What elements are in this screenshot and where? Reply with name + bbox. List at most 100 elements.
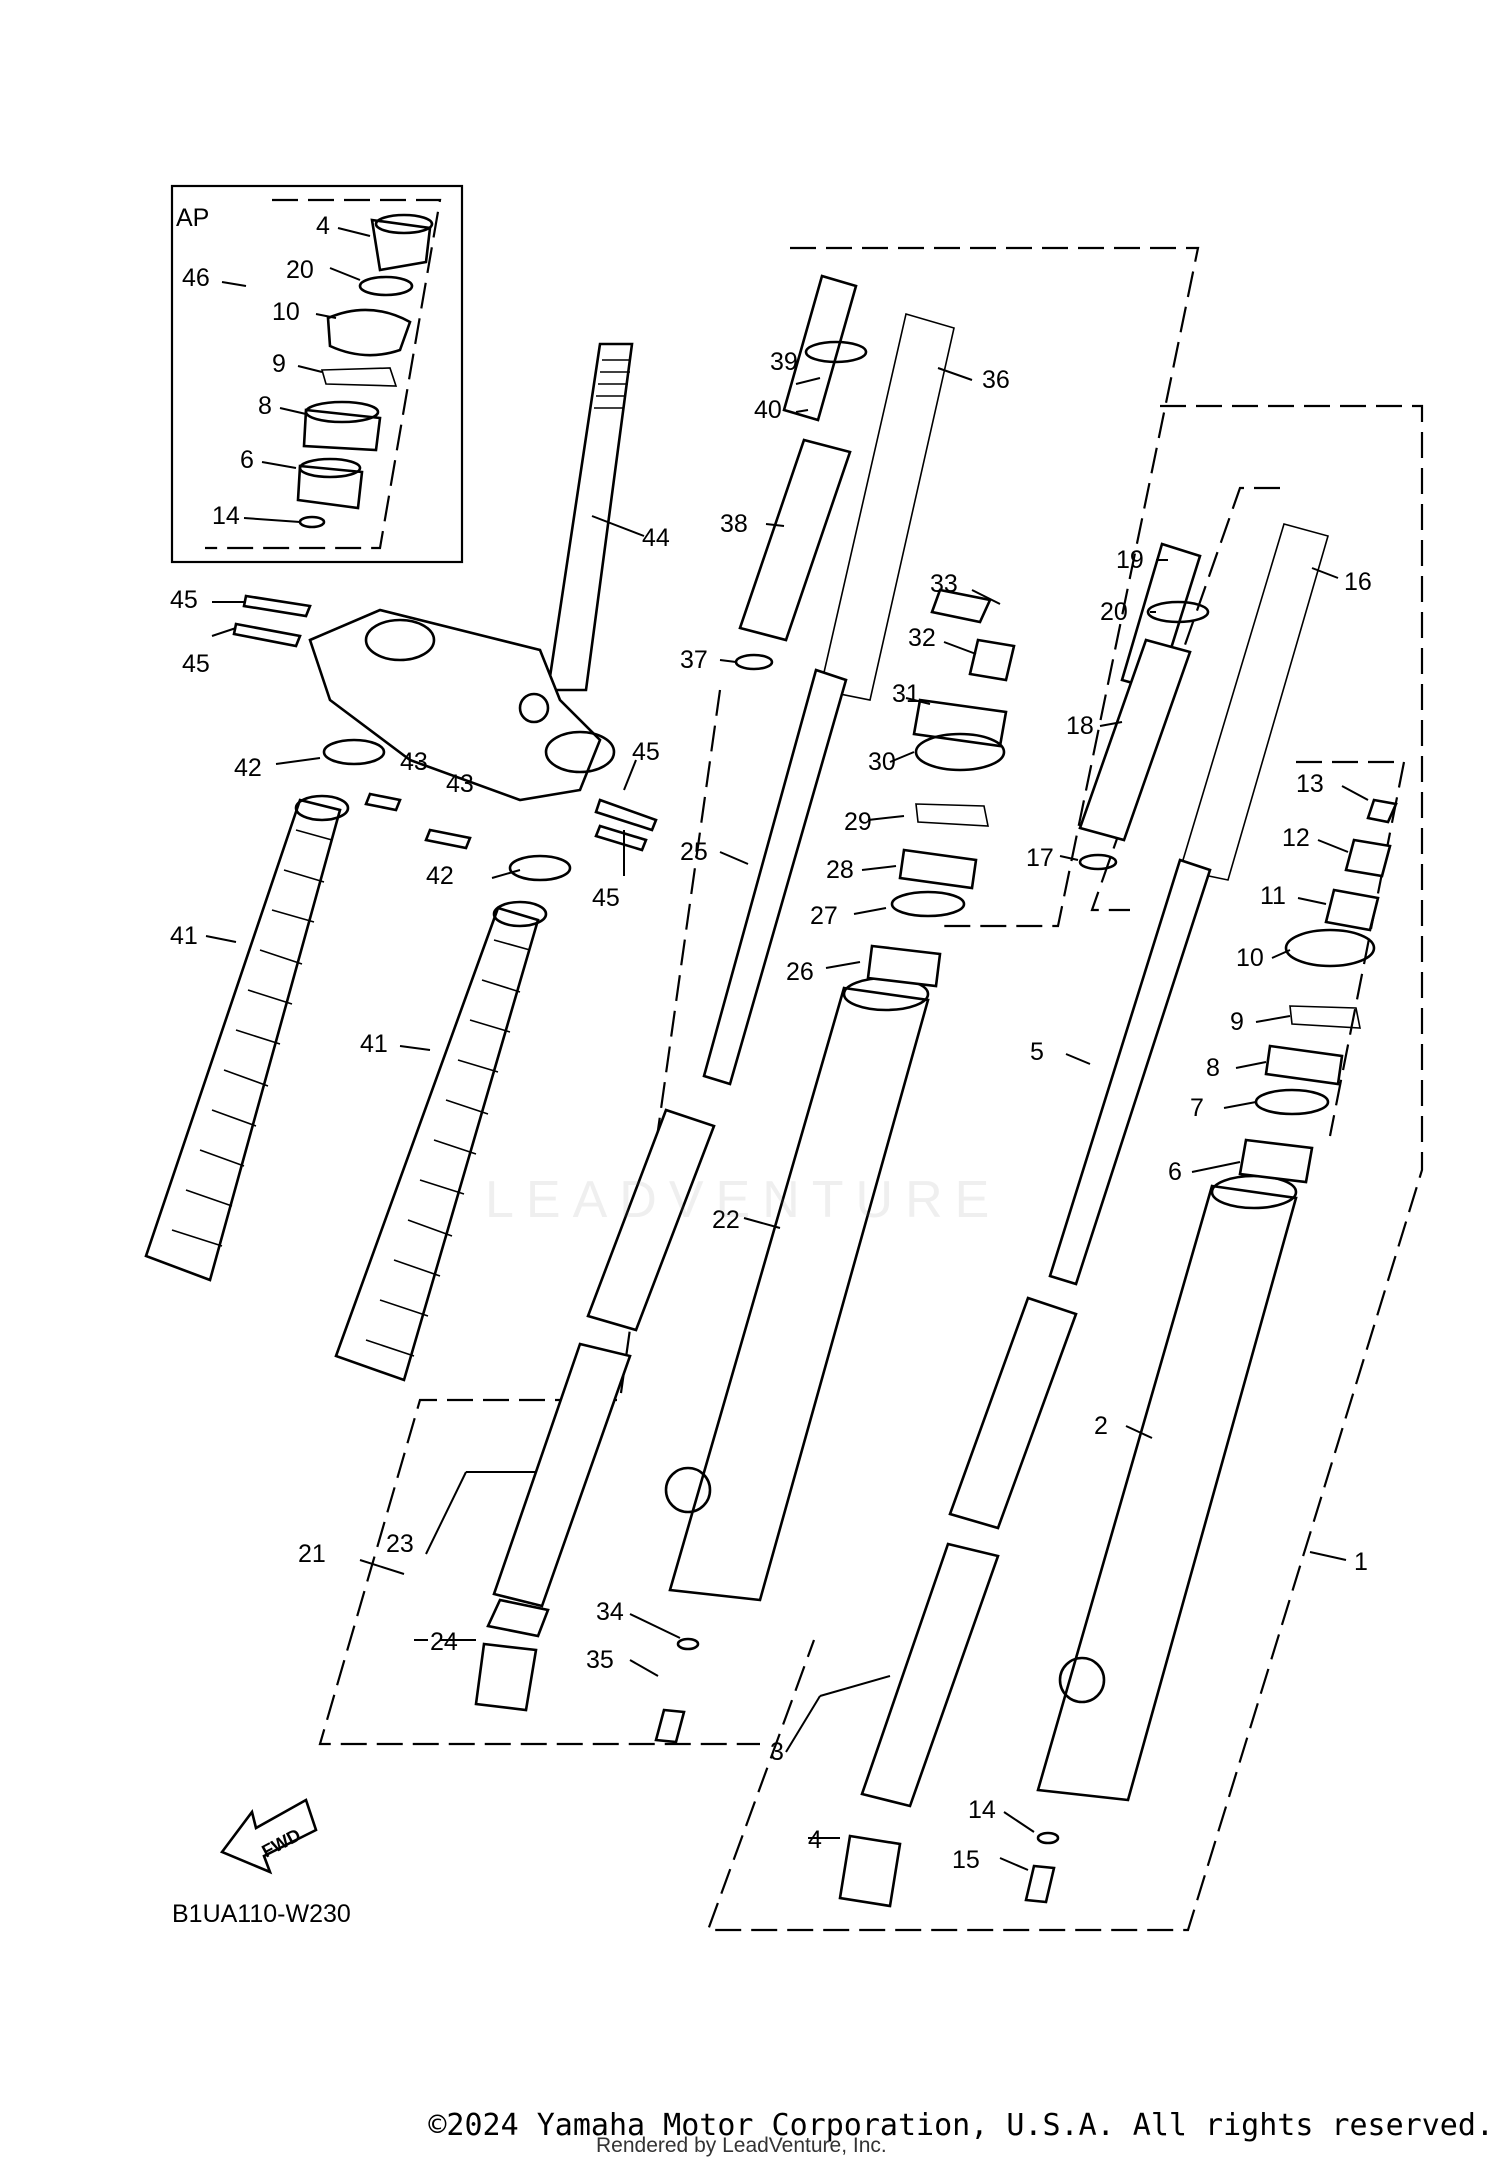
callout-15: 15	[952, 1846, 980, 1874]
callout-37: 37	[680, 646, 708, 674]
fork-boot-left	[144, 798, 342, 1282]
callout-35: 35	[586, 1646, 614, 1674]
callout-21: 21	[298, 1540, 326, 1568]
callout-36: 36	[982, 366, 1010, 394]
callout-44: 44	[642, 524, 670, 552]
callout-9-right: 9	[1230, 1008, 1244, 1036]
callout-1: 1	[1354, 1548, 1368, 1576]
clamp-part	[322, 738, 386, 766]
callout-27: 27	[810, 902, 838, 930]
washer-part	[1254, 1088, 1330, 1116]
callout-45-c: 45	[632, 738, 660, 766]
spring-part	[819, 312, 955, 701]
callout-7: 7	[1190, 1094, 1204, 1122]
o-ring-part	[804, 340, 868, 364]
callout-17: 17	[1026, 844, 1054, 872]
inner-tube-part	[948, 1296, 1078, 1530]
callout-31: 31	[892, 680, 920, 708]
callout-11: 11	[1260, 882, 1286, 910]
callout-45-d: 45	[592, 884, 620, 912]
callout-9: 9	[272, 350, 286, 378]
inner-tube-lower-part	[860, 1542, 1000, 1808]
callout-14-right: 14	[968, 1796, 996, 1824]
callout-25: 25	[680, 838, 708, 866]
bolt-part	[654, 1708, 686, 1744]
callout-23: 23	[386, 1530, 414, 1558]
callout-43-a: 43	[400, 748, 428, 776]
callout-46: 46	[182, 264, 210, 292]
washer-part	[1036, 1831, 1060, 1845]
collar-part	[930, 588, 992, 624]
spring-part	[1178, 523, 1329, 881]
axle-holder-part	[664, 1466, 712, 1514]
callout-26: 26	[786, 958, 814, 986]
left-fork-assembly	[318, 246, 1200, 1746]
callout-41-a: 41	[170, 922, 198, 950]
o-ring-part	[358, 275, 414, 297]
outer-tube-part	[1036, 1184, 1298, 1802]
callout-6-right: 6	[1168, 1158, 1182, 1186]
bolt-part	[232, 622, 302, 648]
leader-lines	[205, 227, 1369, 1871]
callout-4: 4	[316, 212, 330, 240]
damper-rod-part	[702, 668, 848, 1086]
bolt-part	[424, 828, 472, 850]
callout-39: 39	[770, 348, 798, 376]
collar-part	[370, 218, 432, 272]
bolt-part	[594, 798, 658, 832]
bushing-part	[296, 464, 364, 510]
callout-40: 40	[754, 396, 782, 424]
clamp-part	[508, 854, 572, 882]
callout-19: 19	[1116, 546, 1144, 574]
clip-part	[915, 803, 989, 827]
callout-34: 34	[596, 1598, 624, 1626]
oil-seal-part	[326, 308, 412, 357]
callout-13: 13	[1296, 770, 1324, 798]
callout-5: 5	[1030, 1038, 1044, 1066]
callout-22: 22	[712, 1206, 740, 1234]
bolt-part	[594, 824, 648, 852]
collar-part	[1366, 798, 1398, 824]
callout-42-b: 42	[426, 862, 454, 890]
steering-stem-part	[546, 342, 634, 692]
callout-8-right: 8	[1206, 1054, 1220, 1082]
right-fork-assembly	[706, 404, 1424, 1932]
bolt-part	[242, 594, 312, 618]
callout-8: 8	[258, 392, 272, 420]
callout-32: 32	[908, 624, 936, 652]
callout-6: 6	[240, 446, 254, 474]
steering-stem-assembly	[232, 342, 658, 882]
fwd-arrow-icon: FWD	[219, 1798, 318, 1875]
bushing-part	[1238, 1138, 1314, 1184]
seal-part	[1284, 928, 1376, 968]
bushing-part	[486, 1598, 550, 1638]
bolt-part	[364, 792, 402, 812]
washer-part	[890, 890, 966, 918]
callout-42-a: 42	[234, 754, 262, 782]
seal-part	[914, 732, 1006, 772]
seal-part	[302, 408, 382, 452]
oil-seal-part	[1264, 1044, 1344, 1086]
spacer-part	[738, 438, 852, 642]
fork-boots	[144, 794, 548, 1382]
copyright-text: ©2024 Yamaha Motor Corporation, U.S.A. A…	[428, 2108, 1494, 2143]
callout-10: 10	[272, 298, 300, 326]
callout-16: 16	[1344, 568, 1372, 596]
collar-part	[1344, 838, 1392, 878]
oil-lock-part	[1324, 888, 1380, 932]
callout-20-right: 20	[1100, 598, 1128, 626]
callout-2: 2	[1094, 1412, 1108, 1440]
callout-4-right: 4	[808, 1826, 822, 1854]
washer-part	[734, 653, 774, 671]
washer-part	[676, 1637, 700, 1651]
callout-33: 33	[930, 570, 958, 598]
callout-labels: 46 4 20 10 9 8 6 14 45 45 44 42 43 43 42…	[170, 212, 1372, 1874]
inner-tube-lower-part	[492, 1342, 632, 1608]
callout-12: 12	[1282, 824, 1310, 852]
collar-part	[968, 638, 1016, 682]
callout-24: 24	[430, 1628, 458, 1656]
callout-20: 20	[286, 256, 314, 284]
callout-10-right: 10	[1236, 944, 1264, 972]
